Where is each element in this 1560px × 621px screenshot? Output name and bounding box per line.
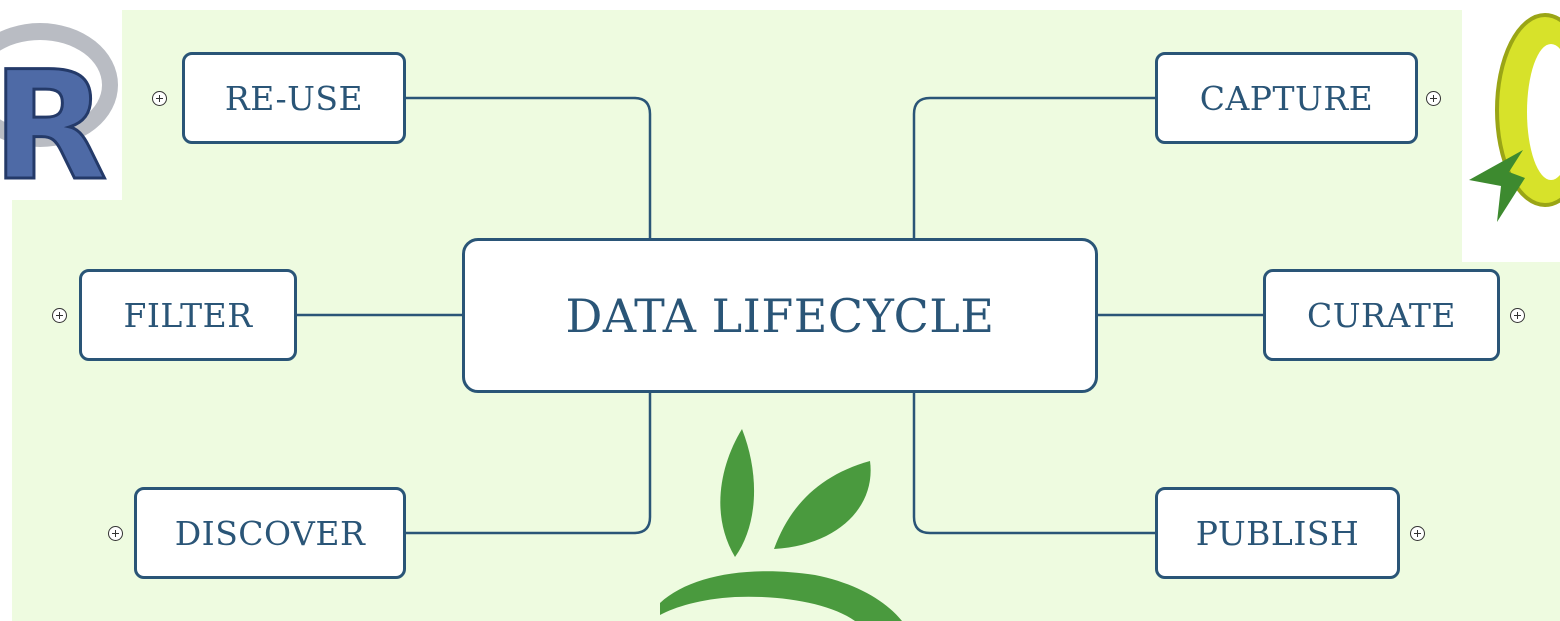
circle-plus-icon[interactable]	[1426, 91, 1441, 106]
connector-capture	[912, 96, 1157, 240]
circle-plus-icon[interactable]	[108, 526, 123, 541]
circle-plus-icon[interactable]	[1410, 526, 1425, 541]
qgis-logo-icon	[1465, 0, 1560, 262]
central-node[interactable]: DATA LIFECYCLE	[462, 238, 1098, 393]
connector-discover	[405, 392, 652, 535]
branch-node-capture[interactable]: CAPTURE	[1155, 52, 1418, 144]
branch-label-filter: FILTER	[123, 295, 253, 335]
branch-label-curate: CURATE	[1306, 295, 1457, 335]
leaf-icon	[660, 429, 902, 621]
r-logo-icon: R	[0, 0, 122, 200]
branch-node-curate[interactable]: CURATE	[1263, 269, 1500, 361]
branch-label-discover: DISCOVER	[174, 513, 366, 553]
circle-plus-icon[interactable]	[52, 308, 67, 323]
circle-plus-icon[interactable]	[152, 91, 167, 106]
branch-node-discover[interactable]: DISCOVER	[134, 487, 406, 579]
branch-node-reuse[interactable]: RE-USE	[182, 52, 406, 144]
connector-publish	[912, 392, 1157, 535]
branch-node-filter[interactable]: FILTER	[79, 269, 297, 361]
branch-label-capture: CAPTURE	[1199, 78, 1374, 118]
branch-label-publish: PUBLISH	[1195, 513, 1360, 553]
branch-node-publish[interactable]: PUBLISH	[1155, 487, 1400, 579]
connector-reuse	[405, 96, 652, 240]
central-node-label: DATA LIFECYCLE	[565, 288, 995, 343]
r-logo-letter: R	[0, 40, 108, 200]
branch-label-reuse: RE-USE	[224, 78, 364, 118]
circle-plus-icon[interactable]	[1510, 308, 1525, 323]
